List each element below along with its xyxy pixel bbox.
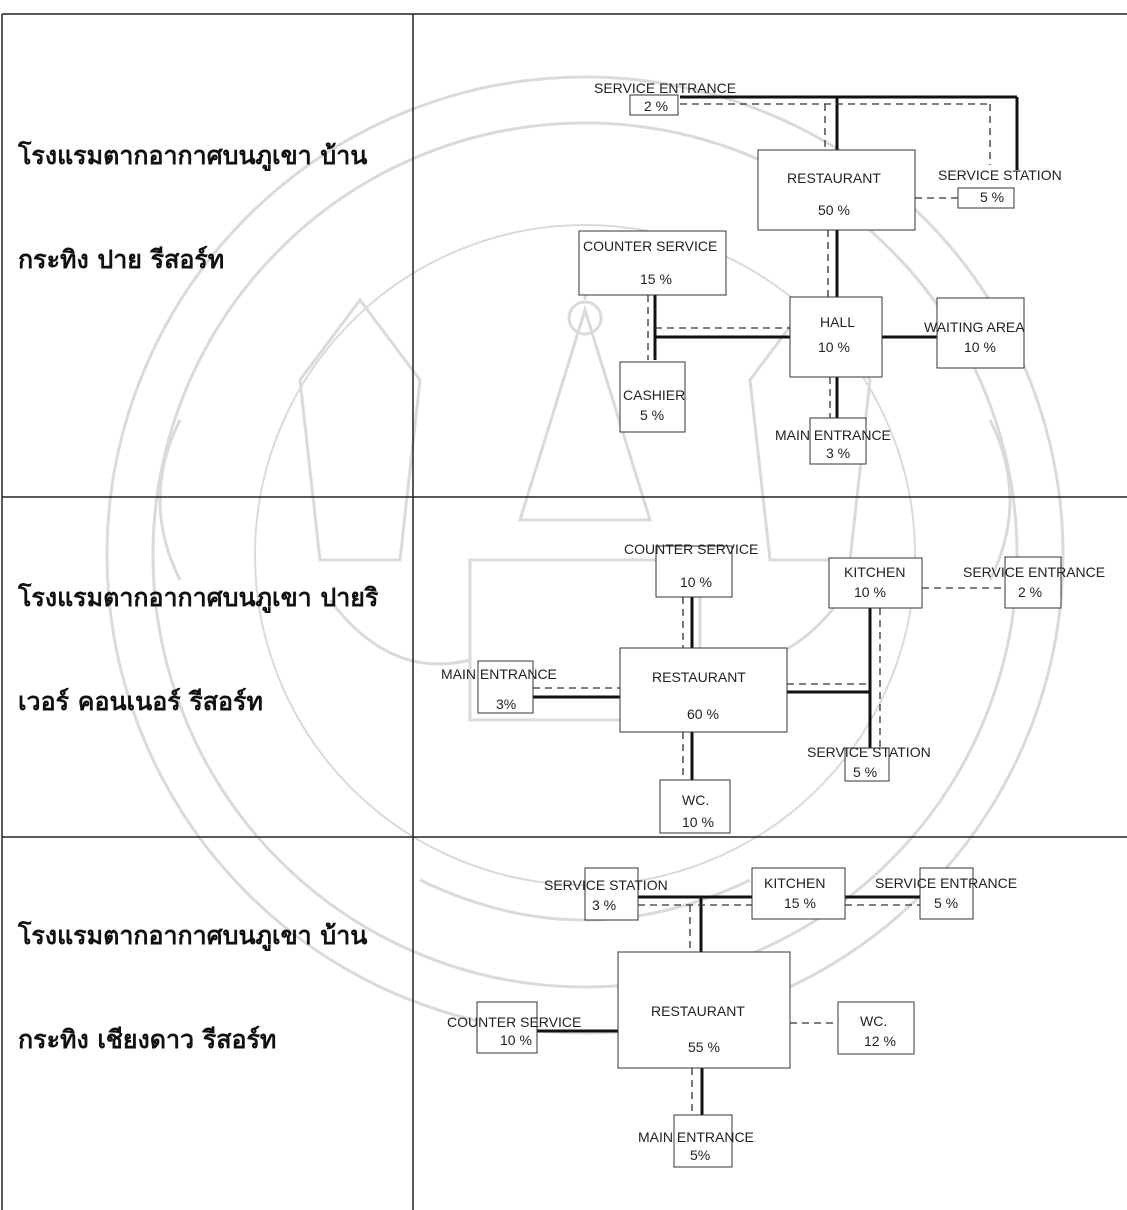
node-label: SERVICE ENTRANCE	[594, 80, 736, 96]
node-percent: 12 %	[864, 1033, 896, 1049]
node-label: RESTAURANT	[652, 669, 746, 685]
row-title-line: กระทิง เชียงดาว รีสอร์ท	[18, 1025, 277, 1054]
node-label: KITCHEN	[844, 564, 905, 580]
node-percent: 10 %	[964, 339, 996, 355]
node-label: MAIN ENTRANCE	[775, 427, 891, 443]
node-label: RESTAURANT	[787, 170, 881, 186]
node-label: WC.	[860, 1013, 887, 1029]
row-title-ban-krating-pai: โรงแรมตากอากาศบนภูเขา บ้าน กระทิง ปาย รี…	[18, 78, 367, 286]
node-label: SERVICE STATION	[807, 744, 931, 760]
node-percent: 3 %	[592, 897, 616, 913]
node-percent: 10 %	[682, 814, 714, 830]
node-percent: 60 %	[687, 706, 719, 722]
node-percent: 3%	[496, 696, 516, 712]
row-title-line: โรงแรมตากอากาศบนภูเขา บ้าน	[18, 921, 368, 950]
node-percent: 10 %	[854, 584, 886, 600]
node-percent: 15 %	[784, 895, 816, 911]
row-title-line: เวอร์ คอนเนอร์ รีสอร์ท	[18, 687, 263, 716]
node-label: COUNTER SERVICE	[447, 1014, 581, 1030]
node-label: WC.	[682, 792, 709, 808]
node-label: CASHIER	[623, 387, 685, 403]
row-title-ban-krating-chiangdao: โรงแรมตากอากาศบนภูเขา บ้าน กระทิง เชียงด…	[18, 858, 367, 1066]
node-label: MAIN ENTRANCE	[638, 1129, 754, 1145]
node-label: KITCHEN	[764, 875, 825, 891]
node-percent: 5 %	[640, 407, 664, 423]
node-percent: 10 %	[680, 574, 712, 590]
node-percent: 15 %	[640, 271, 672, 287]
node-label: SERVICE ENTRANCE	[875, 875, 1017, 891]
row-title-pai-river-corner: โรงแรมตากอากาศบนภูเขา ปายริ เวอร์ คอนเนอ…	[18, 520, 378, 728]
node-label: HALL	[820, 314, 855, 330]
node-percent: 2 %	[1018, 584, 1042, 600]
node-percent: 5 %	[980, 189, 1004, 205]
node-label: SERVICE STATION	[544, 877, 668, 893]
node-percent: 10 %	[500, 1032, 532, 1048]
node-percent: 5 %	[934, 895, 958, 911]
node-percent: 3 %	[826, 445, 850, 461]
node-percent: 5 %	[853, 764, 877, 780]
node-label: SERVICE STATION	[938, 167, 1062, 183]
node-percent: 10 %	[818, 339, 850, 355]
node-percent: 2 %	[644, 98, 668, 114]
row-title-line: โรงแรมตากอากาศบนภูเขา บ้าน	[18, 141, 368, 170]
row-title-line: โรงแรมตากอากาศบนภูเขา ปายริ	[18, 583, 379, 612]
node-label: MAIN ENTRANCE	[441, 666, 557, 682]
node-label: COUNTER SERVICE	[624, 541, 758, 557]
node-label: RESTAURANT	[651, 1003, 745, 1019]
node-label: WAITING AREA	[924, 319, 1025, 335]
row-title-line: กระทิง ปาย รีสอร์ท	[18, 245, 225, 274]
node-percent: 5%	[690, 1147, 710, 1163]
node-label: COUNTER SERVICE	[583, 238, 717, 254]
node-label: SERVICE ENTRANCE	[963, 564, 1105, 580]
node-percent: 55 %	[688, 1039, 720, 1055]
node-percent: 50 %	[818, 202, 850, 218]
